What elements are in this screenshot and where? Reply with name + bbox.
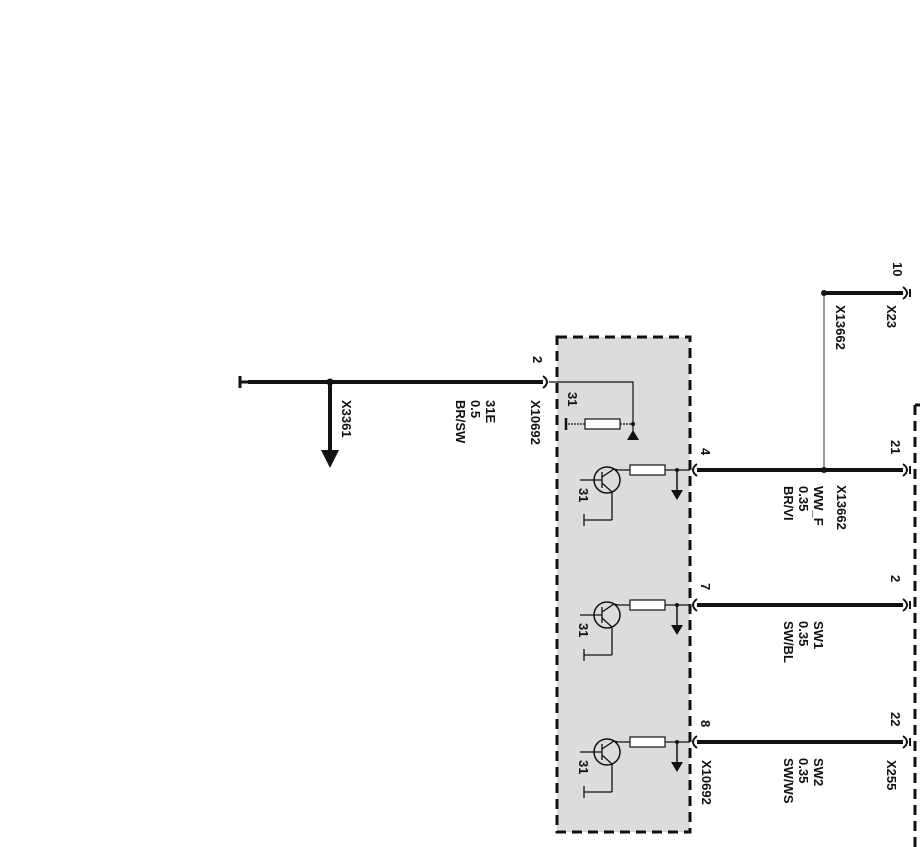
pin-connector-icon [902, 598, 911, 612]
resistor-icon [629, 599, 666, 611]
signal-label: 31E [483, 400, 498, 423]
splice-label: X13662 [834, 485, 849, 530]
cross-section-label: 0.35 [796, 621, 811, 646]
ground-arrow-icon [321, 450, 339, 468]
pin-label: 2 [888, 575, 903, 582]
signal-label: SW1 [811, 621, 826, 649]
pin-label: 4 [698, 448, 713, 456]
pin-label: 8 [698, 720, 713, 727]
pin-connector-icon [902, 463, 911, 477]
connector-label: X255 [884, 760, 899, 790]
pin-connector-icon [902, 286, 911, 300]
pin-connector-icon [902, 735, 911, 749]
pin-label: 2 [530, 356, 545, 363]
ground-arrow-icon [671, 625, 683, 635]
pin-connector-icon [692, 735, 698, 749]
ground-label: 31 [576, 623, 591, 637]
wire-color-label: BR/SW [453, 400, 468, 444]
pin-connector-icon [692, 598, 698, 612]
ground-arrow-icon [671, 490, 683, 500]
control-module-box [555, 335, 692, 834]
ground-symbol-icon [627, 430, 639, 440]
cross-section-label: 0.35 [796, 486, 811, 511]
connector-label: X10692 [699, 760, 714, 805]
connector-label: X10692 [528, 400, 543, 445]
pin-label: 21 [888, 440, 903, 454]
cross-section-label: 0.35 [796, 758, 811, 783]
signal-label: WW_F [811, 486, 826, 526]
resistor-icon [629, 736, 666, 748]
pin-label: 22 [888, 712, 903, 726]
resistor-icon [629, 464, 666, 476]
resistor-icon [584, 418, 621, 430]
ground-label: 31 [565, 392, 580, 406]
connector-label: X23 [884, 305, 899, 328]
pin-label: 7 [698, 583, 713, 590]
signal-label: SW2 [811, 758, 826, 786]
wire-color-label: SW/BL [781, 621, 796, 663]
ground-label: 31 [576, 760, 591, 774]
pin-connector-icon [692, 463, 698, 477]
wire-color-label: SW/WS [781, 758, 796, 804]
ground-label: 31 [576, 488, 591, 502]
splice-label: X13662 [833, 305, 848, 350]
cross-section-label: 0.5 [468, 400, 483, 418]
target-module-box [913, 403, 920, 847]
ground-point-label: X3361 [339, 400, 354, 438]
wire-color-label: BR/VI [781, 486, 796, 521]
pin-connector-icon [542, 375, 548, 389]
wire-end-icon [238, 376, 250, 388]
ground-arrow-icon [671, 762, 683, 772]
pin-label: 10 [890, 262, 905, 276]
